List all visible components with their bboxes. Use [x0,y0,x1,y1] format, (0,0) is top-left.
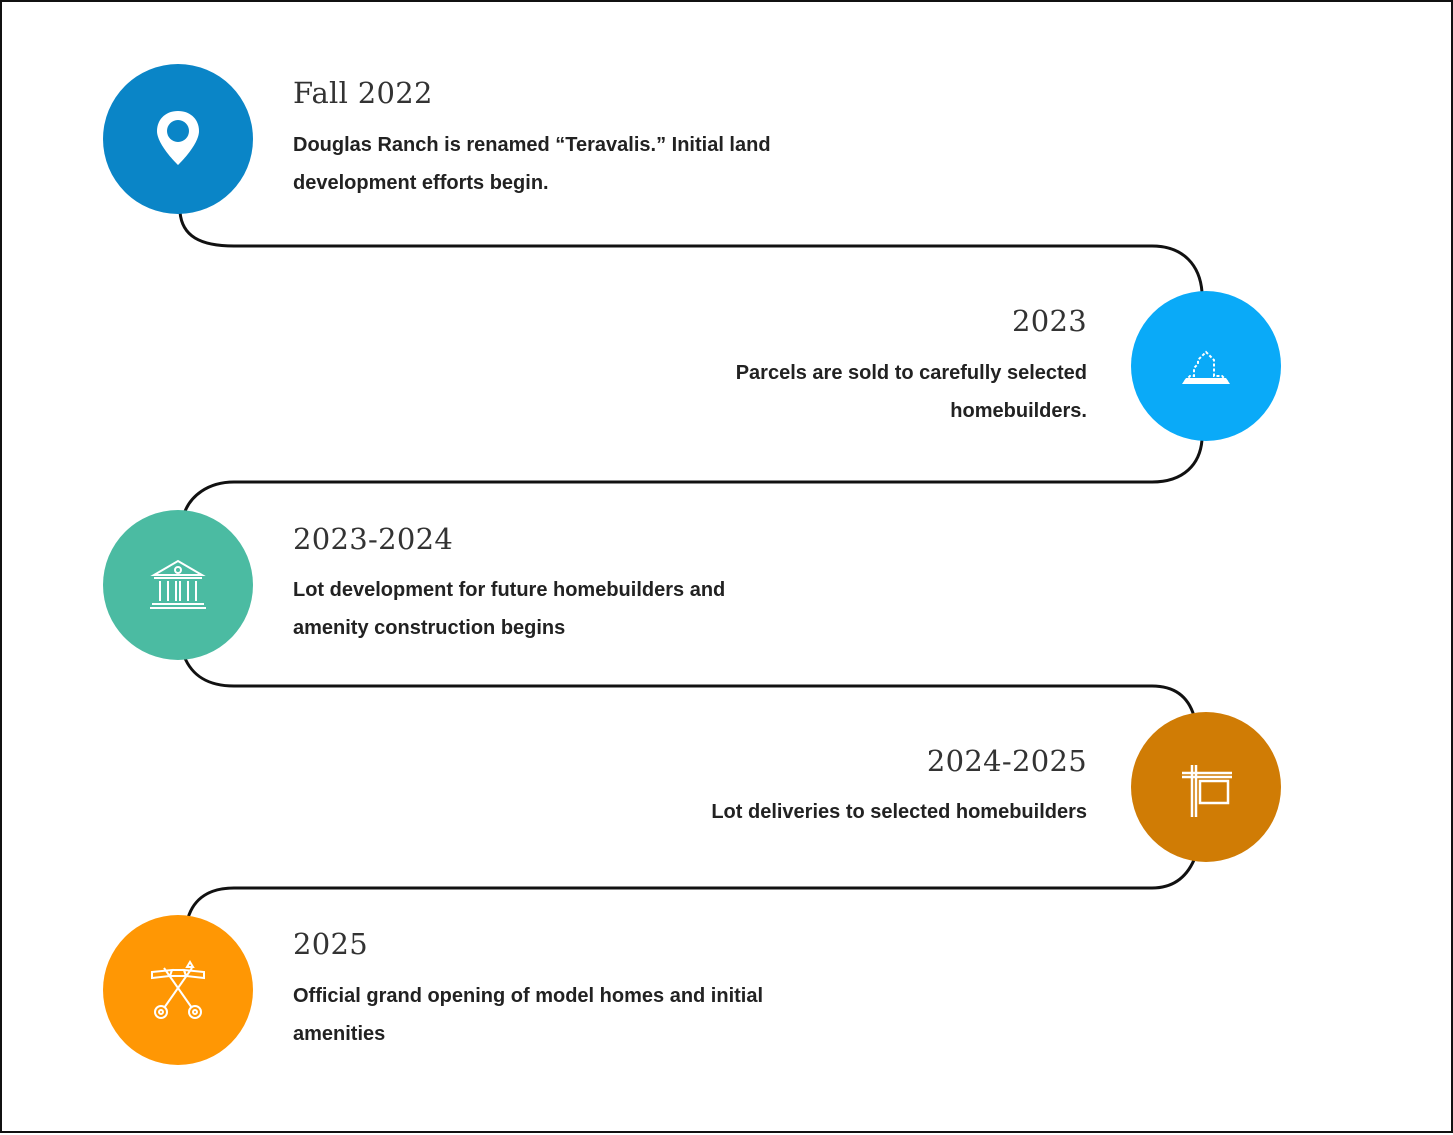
milestone-5-desc-line-1: Official grand opening of model homes an… [293,985,764,1007]
milestone-4-circle [1131,712,1281,862]
milestone-5-description: Official grand opening of model homes an… [293,977,893,1053]
milestone-2-desc-line-2: homebuilders. [950,400,1087,422]
milestone-3-desc-line-2: amenity construction begins [293,617,566,639]
milestone-3-year: 2023-2024 [293,522,454,556]
milestone-2-description: Parcels are sold to carefully selected h… [487,354,1087,430]
milestone-1-description: Douglas Ranch is renamed “Teravalis.” In… [293,126,893,202]
milestone-4-year: 2024-2025 [926,744,1087,778]
map-pin-icon [157,111,199,165]
milestone-2-desc-line-1: Parcels are sold to carefully selected [735,362,1087,384]
connector-path-2 [182,439,1204,515]
milestone-3-circle [103,510,253,660]
milestone-2-circle [1131,291,1281,441]
hanging-sign-icon [1182,765,1232,817]
milestone-1-circle [103,64,253,214]
milestone-2-year: 2023 [1011,304,1087,338]
connector-path-1 [178,211,1204,293]
milestone-3-description: Lot development for future homebuilders … [293,571,893,647]
milestone-3-desc-line-1: Lot development for future homebuilders … [293,579,726,601]
milestone-5-desc-line-2: amenities [293,1023,386,1045]
connector-path-4 [186,859,1196,919]
connector-path-3 [182,655,1196,717]
milestone-1-desc-line-2: development efforts begin. [293,172,549,194]
milestone-5-circle [103,915,253,1065]
civic-building-icon [150,559,206,609]
milestone-1-year: Fall 2022 [293,76,433,110]
ribbon-cutting-scissors-icon [151,960,205,1019]
milestone-1-desc-line-1: Douglas Ranch is renamed “Teravalis.” In… [293,134,771,156]
milestone-5-year: 2025 [293,927,369,961]
milestone-4-description: Lot deliveries to selected homebuilders [487,793,1087,831]
house-outline-icon [1181,350,1231,384]
milestone-4-desc-line-1: Lot deliveries to selected homebuilders [711,801,1087,823]
